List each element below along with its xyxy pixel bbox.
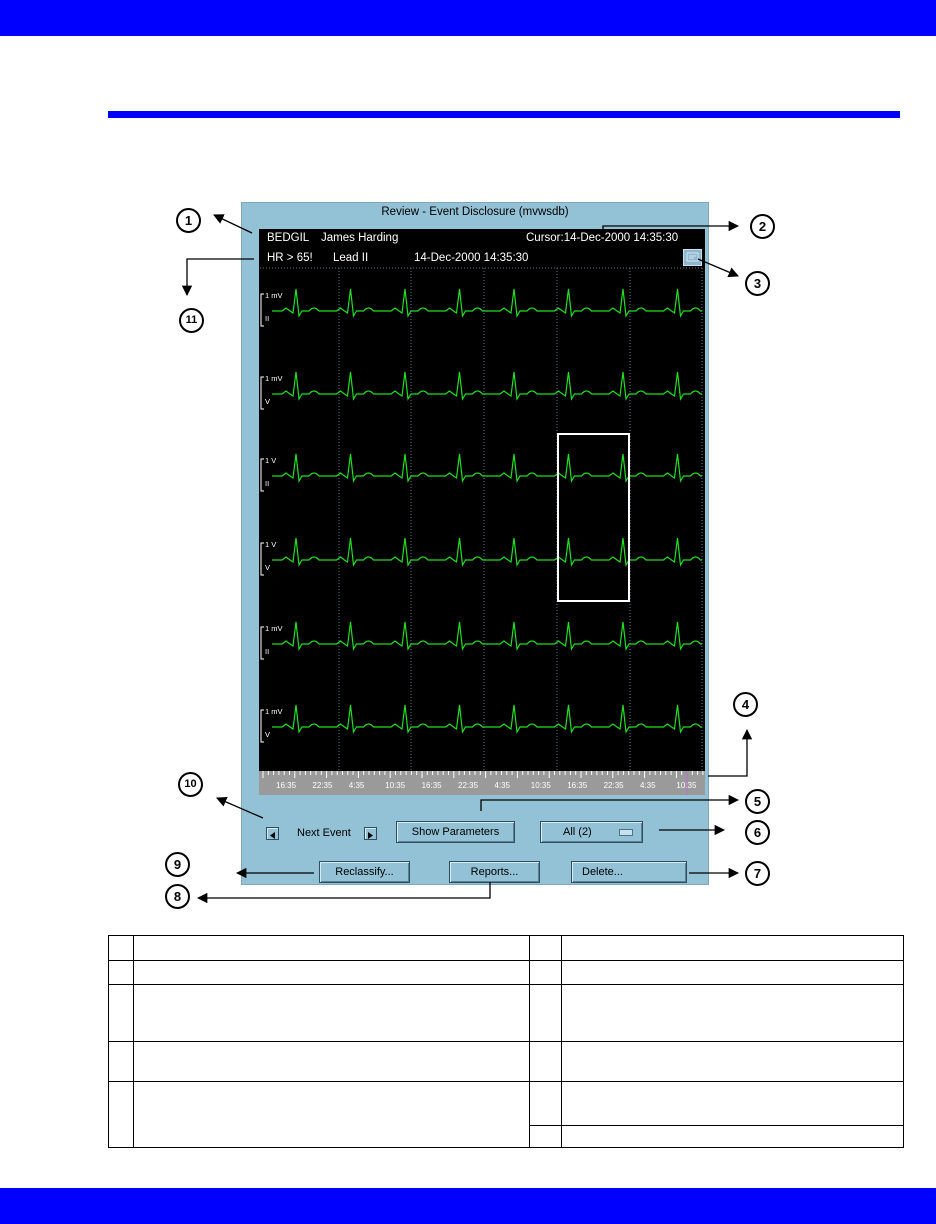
delete-button[interactable]: Delete... bbox=[571, 861, 687, 883]
timeline-label: 22:35 bbox=[312, 781, 333, 790]
strip-lead-label: V bbox=[265, 563, 271, 572]
timeline-label: 10:35 bbox=[530, 781, 551, 790]
waveform-display[interactable] bbox=[259, 229, 705, 771]
callout-arrow-3 bbox=[697, 258, 739, 278]
strip-lead-label: V bbox=[265, 730, 271, 739]
show-parameters-button[interactable]: Show Parameters bbox=[396, 821, 515, 843]
timeline-label: 4:35 bbox=[640, 781, 656, 790]
event-label: HR > 65! bbox=[267, 252, 313, 264]
scale-bracket bbox=[260, 626, 264, 660]
callout-arrow-4 bbox=[708, 728, 753, 777]
callout-arrow-1 bbox=[213, 214, 253, 234]
next-event-button[interactable] bbox=[364, 827, 377, 840]
callout-7: 7 bbox=[745, 861, 770, 886]
legend-row bbox=[108, 935, 904, 961]
legend-table bbox=[108, 935, 904, 1148]
strip-lead-label: II bbox=[265, 479, 270, 488]
scale-bracket bbox=[260, 376, 264, 410]
legend-row bbox=[108, 1081, 904, 1148]
ecg-trace bbox=[272, 621, 702, 651]
callout-11: 11 bbox=[179, 308, 204, 333]
lead-label: Lead II bbox=[333, 252, 369, 264]
strip-scale-label: 1 V bbox=[265, 540, 277, 549]
legend-row bbox=[108, 960, 904, 985]
callout-6: 6 bbox=[745, 820, 770, 845]
timeline-label: 22:35 bbox=[458, 781, 479, 790]
legend-row bbox=[108, 984, 904, 1042]
callout-5: 5 bbox=[745, 789, 770, 814]
header-rule bbox=[108, 111, 900, 118]
legend-row bbox=[109, 1125, 904, 1148]
triangle-left-icon bbox=[270, 832, 275, 839]
time-scrollbar[interactable] bbox=[259, 771, 705, 795]
strip-lead-label: II bbox=[265, 314, 270, 323]
next-event-label: Next Event bbox=[297, 827, 351, 839]
strip-lead-label: V bbox=[265, 397, 271, 406]
patient-name: James Harding bbox=[321, 232, 399, 244]
strip-scale-label: 1 V bbox=[265, 456, 277, 465]
cursor-time: Cursor:14-Dec-2000 14:35:30 bbox=[526, 232, 679, 244]
reclassify-button[interactable]: Reclassify... bbox=[319, 861, 410, 883]
strip-scale-label: 1 mV bbox=[265, 707, 283, 716]
scale-bracket bbox=[260, 293, 264, 327]
event-time: 14-Dec-2000 14:35:30 bbox=[414, 252, 529, 264]
callout-4: 4 bbox=[733, 692, 758, 717]
strip-scale-label: 1 mV bbox=[265, 291, 283, 300]
selection-box bbox=[557, 433, 630, 602]
ecg-trace bbox=[272, 288, 702, 318]
callout-10: 10 bbox=[178, 772, 203, 797]
bottom-band bbox=[0, 1188, 936, 1224]
callout-1: 1 bbox=[176, 208, 201, 233]
callout-8: 8 bbox=[165, 884, 190, 909]
event-filter-value: All (2) bbox=[563, 826, 592, 838]
scale-bracket bbox=[260, 458, 264, 492]
callout-arrow-10 bbox=[216, 796, 264, 819]
event-filter-menu[interactable]: All (2) bbox=[540, 821, 643, 843]
triangle-right-icon bbox=[368, 832, 373, 839]
strip-lead-label: II bbox=[265, 647, 270, 656]
callout-3: 3 bbox=[745, 271, 770, 296]
reports-button[interactable]: Reports... bbox=[449, 861, 540, 883]
scale-bracket bbox=[260, 709, 264, 743]
legend-row bbox=[108, 1041, 904, 1082]
ecg-trace bbox=[272, 537, 702, 567]
window-title: Review - Event Disclosure (mvwsdb) bbox=[381, 206, 569, 218]
ecg-trace bbox=[272, 453, 702, 483]
callout-arrow-11 bbox=[181, 258, 254, 297]
timeline-label: 10:35 bbox=[676, 781, 697, 790]
callout-2: 2 bbox=[750, 214, 775, 239]
previous-event-button[interactable] bbox=[266, 827, 279, 840]
timeline-label: 16:35 bbox=[421, 781, 442, 790]
timeline-label: 4:35 bbox=[494, 781, 510, 790]
bed-label: BEDGIL bbox=[267, 232, 310, 244]
strip-scale-label: 1 mV bbox=[265, 624, 283, 633]
timeline-label: 4:35 bbox=[348, 781, 365, 790]
callout-arrow-2 bbox=[602, 220, 740, 236]
display-settings-icon[interactable] bbox=[683, 249, 702, 266]
callout-9: 9 bbox=[165, 852, 190, 877]
timeline-label: 16:35 bbox=[276, 781, 297, 790]
timeline-label: 22:35 bbox=[603, 781, 624, 790]
callout-arrow-5 bbox=[480, 794, 740, 811]
strip-scale-label: 1 mV bbox=[265, 374, 283, 383]
scale-bracket bbox=[260, 542, 264, 576]
option-menu-icon bbox=[619, 829, 633, 836]
ecg-trace bbox=[272, 371, 702, 401]
top-band bbox=[0, 0, 936, 36]
timeline-label: 10:35 bbox=[385, 781, 406, 790]
display-settings-glyph bbox=[686, 252, 699, 262]
timeline-label: 16:35 bbox=[567, 781, 588, 790]
ecg-trace bbox=[272, 704, 702, 734]
callout-arrow-8 bbox=[196, 882, 491, 904]
